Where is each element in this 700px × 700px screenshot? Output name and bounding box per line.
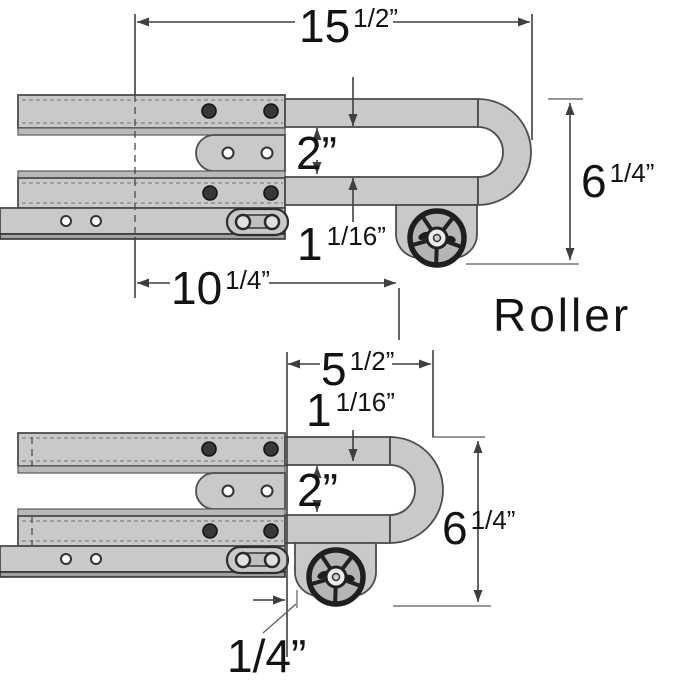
bearing-plate	[225, 207, 290, 237]
screw-hole	[90, 553, 102, 565]
screw-hole	[260, 484, 274, 498]
u-channel-end	[284, 98, 532, 206]
dim-label-gap: 1/4”	[227, 630, 306, 682]
screw-hole	[221, 484, 235, 498]
dim-label-slot: 2”	[297, 464, 338, 516]
rivet	[263, 185, 279, 201]
axle-clip	[345, 574, 355, 582]
slide-rail	[0, 432, 444, 578]
rivet	[263, 441, 279, 457]
rail-edge-strip	[17, 170, 286, 179]
rivet	[201, 103, 217, 119]
screw-hole	[221, 146, 235, 160]
rivet	[201, 441, 217, 457]
slide-rail	[0, 94, 532, 240]
roller-wheel	[407, 208, 467, 268]
bearing-plate	[225, 545, 290, 575]
rivet	[263, 103, 279, 119]
dim-label-slot: 2”	[296, 127, 337, 179]
rivet	[263, 523, 279, 539]
screw-hole	[60, 553, 72, 565]
screw-hole	[90, 215, 102, 227]
rivet	[202, 523, 218, 539]
roller-assembly	[294, 542, 377, 607]
dimension-slot-height: 2”	[296, 127, 337, 179]
rivet	[202, 185, 218, 201]
rail-edge-strip	[17, 508, 286, 517]
dimension-slot-height: 2”	[297, 464, 338, 516]
rail-bottom-edge	[0, 571, 286, 578]
axle-clip	[446, 235, 456, 243]
dimension-gap: 1/4”	[227, 590, 306, 682]
roller-wheel	[306, 547, 366, 607]
rail-edge-strip	[17, 127, 286, 136]
u-channel-end	[284, 436, 444, 544]
screw-hole	[60, 215, 72, 227]
screw-hole	[260, 146, 274, 160]
rail-edge-strip	[17, 465, 286, 474]
rail-bottom-edge	[0, 233, 286, 240]
top-diagram: 151/2” 2” 11/16” 101/4” 61/4” Roller	[0, 0, 654, 341]
roller-caption: Roller	[493, 289, 631, 341]
roller-assembly	[395, 204, 478, 268]
